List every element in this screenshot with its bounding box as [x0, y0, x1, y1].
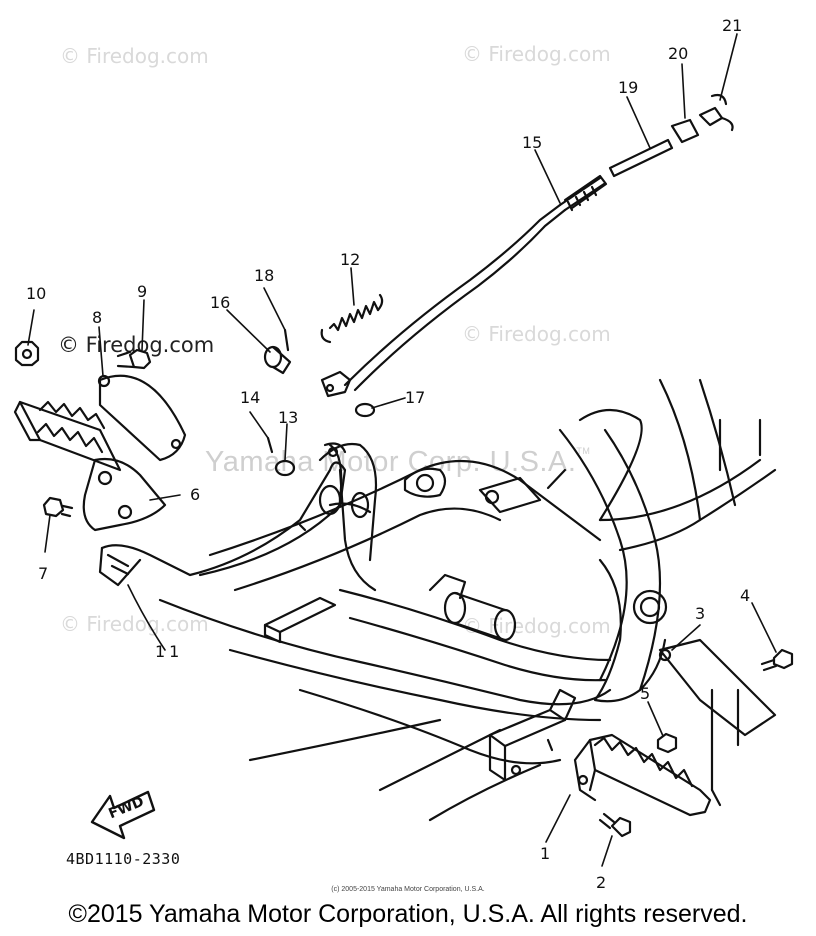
callout-13: 13	[278, 408, 299, 427]
frame-drawing	[158, 378, 777, 822]
watermark-yamaha: Yamaha Motor Corp. U.S.A.TM	[205, 446, 590, 479]
callout-7: 7	[38, 564, 49, 583]
callout-18: 18	[254, 266, 275, 285]
small-copyright: (c) 2005-2015 Yamaha Motor Corporation, …	[331, 886, 485, 893]
callout-15: 15	[522, 133, 543, 152]
diagram-number: 4BD1110-2330	[66, 850, 181, 868]
brake-rod-drawing	[263, 93, 734, 477]
callout-8: 8	[92, 308, 103, 327]
watermark-tm: TM	[576, 446, 591, 456]
watermark-yamaha-text: Yamaha Motor Corp. U.S.A.	[205, 446, 577, 478]
callout-5: 5	[640, 684, 651, 703]
callout-21: 21	[722, 16, 743, 35]
right-footrest-drawing	[573, 648, 794, 838]
callout-3: 3	[695, 604, 706, 623]
brake-pedal-drawing	[98, 442, 347, 587]
callout-16: 16	[210, 293, 231, 312]
callout-14: 14	[240, 388, 261, 407]
callout-4: 4	[740, 586, 751, 605]
fwd-arrow	[90, 790, 156, 840]
watermark-firedog: © Firedog.com	[462, 42, 611, 66]
callout-12: 12	[340, 250, 361, 269]
footer-copyright: ©2015 Yamaha Motor Corporation, U.S.A. A…	[68, 900, 748, 928]
callout-10: 10	[26, 284, 47, 303]
callout-9: 9	[137, 282, 148, 301]
watermark-firedog: © Firedog.com	[60, 612, 209, 636]
left-footrest-drawing	[13, 340, 187, 532]
watermark-firedog-dark: © Firedog.com	[58, 333, 215, 357]
callout-19: 19	[618, 78, 639, 97]
callout-11: 11	[155, 642, 184, 661]
watermark-firedog: © Firedog.com	[60, 44, 209, 68]
callout-17: 17	[405, 388, 426, 407]
watermark-firedog: © Firedog.com	[462, 322, 611, 346]
callout-2: 2	[596, 873, 607, 892]
callout-1: 1	[540, 844, 551, 863]
callout-6: 6	[190, 485, 201, 504]
callout-20: 20	[668, 44, 689, 63]
leader-lines	[27, 33, 777, 867]
